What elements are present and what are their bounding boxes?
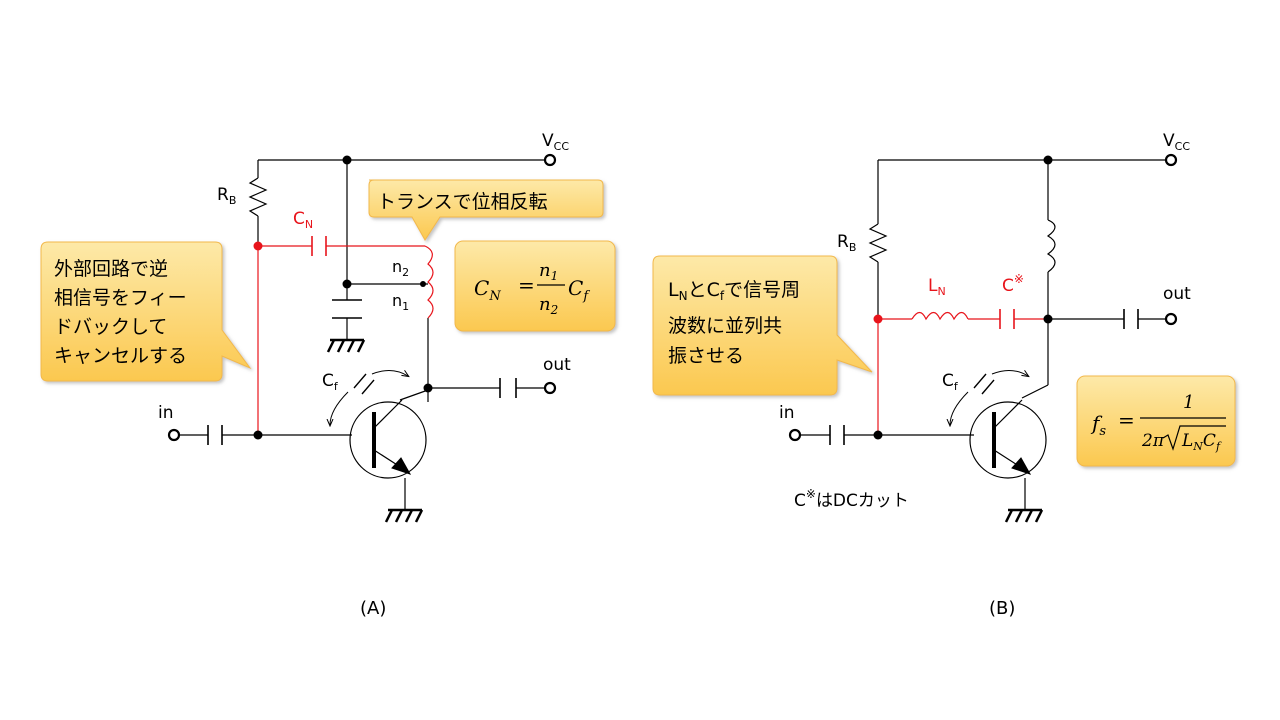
wires-a	[180, 159, 546, 510]
callout-left-line2: 相信号をフィー	[54, 287, 187, 309]
svg-text:=: =	[1118, 408, 1135, 432]
formula-box-a	[454, 240, 616, 332]
bypass-capacitor-a	[326, 299, 366, 353]
svg-text:LNCf: LNCf	[1181, 431, 1222, 453]
ground-b	[1004, 508, 1044, 523]
callout-feedback-cancel	[40, 241, 252, 382]
callout-b-line3: 振させる	[668, 345, 744, 367]
formula-box-b	[1076, 375, 1236, 467]
cf-capacitor-b	[950, 370, 1028, 425]
nodes-a	[167, 153, 557, 442]
callout-left-line4: キャンセルする	[54, 345, 187, 367]
cf-capacitor-a	[330, 370, 408, 425]
svg-text:=: =	[518, 273, 535, 297]
n1-label: n1	[392, 291, 409, 313]
callout-phase-inversion	[368, 179, 604, 241]
vcc-label-a: VCC	[542, 131, 569, 153]
callout-left-line3: ドバックして	[54, 316, 167, 338]
in-label-a: in	[158, 403, 174, 423]
svg-text:n1: n1	[539, 260, 558, 283]
ground-a	[384, 508, 424, 523]
svg-text:CN: CN	[474, 276, 501, 304]
ln-label: LN	[928, 276, 946, 298]
coupling-caps-b	[829, 309, 1139, 445]
cf-label-a: Cf	[322, 371, 339, 393]
caption-a: (A)	[360, 598, 386, 619]
callout-b-line1: LNとCfで信号周	[668, 279, 800, 303]
transistor-b	[969, 399, 1047, 479]
c-dc-label: C※	[1002, 272, 1024, 296]
rb-label-b: RB	[837, 232, 856, 254]
panel-a: VCC RB CN n2 n1 Cf in out (A) トランスで位相反転 …	[40, 131, 616, 619]
transistor-a	[349, 399, 427, 479]
feedback-path-a	[257, 236, 434, 435]
coupling-caps-a	[207, 378, 517, 445]
panel-b: VCC RB LN C※ Cf in out C※はDCカット (B) LNとC…	[652, 131, 1236, 619]
resonant-path-b	[877, 309, 1048, 435]
cf-label-b: Cf	[942, 371, 959, 393]
dc-cut-note: C※はDCカット	[794, 487, 909, 511]
svg-text:1: 1	[1183, 392, 1194, 413]
vcc-label-b: VCC	[1163, 131, 1190, 153]
svg-text:2π: 2π	[1141, 431, 1165, 451]
out-label-b: out	[1163, 284, 1191, 304]
callout-left-line1: 外部回路で逆	[54, 258, 168, 280]
wires-b	[800, 159, 1167, 510]
formula-cn: CN = n1 n2 Cf	[474, 260, 590, 317]
callout-top-text: トランスで位相反転	[377, 191, 548, 213]
cn-label-a: CN	[293, 209, 313, 231]
svg-text:n2: n2	[539, 294, 558, 317]
in-label-b: in	[779, 403, 795, 423]
out-label-a: out	[543, 355, 571, 375]
callout-parallel-resonance	[652, 255, 873, 396]
callout-b-line2: 波数に並列共	[668, 315, 782, 337]
n2-label: n2	[392, 257, 409, 279]
svg-text:Cf: Cf	[568, 276, 590, 304]
rb-label-a: RB	[217, 185, 236, 207]
nodes-b	[788, 153, 1178, 442]
caption-b: (B)	[989, 598, 1015, 619]
